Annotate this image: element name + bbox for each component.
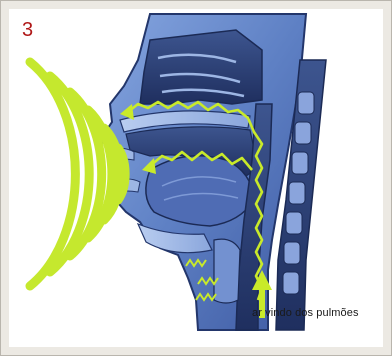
sound-waves xyxy=(30,62,125,286)
caption-air-from-lungs: ar vindo dos pulmões xyxy=(252,307,359,319)
larynx xyxy=(214,239,240,303)
tongue xyxy=(146,156,254,226)
panel-number: 3 xyxy=(22,20,33,40)
nasal-cavity xyxy=(140,30,262,104)
